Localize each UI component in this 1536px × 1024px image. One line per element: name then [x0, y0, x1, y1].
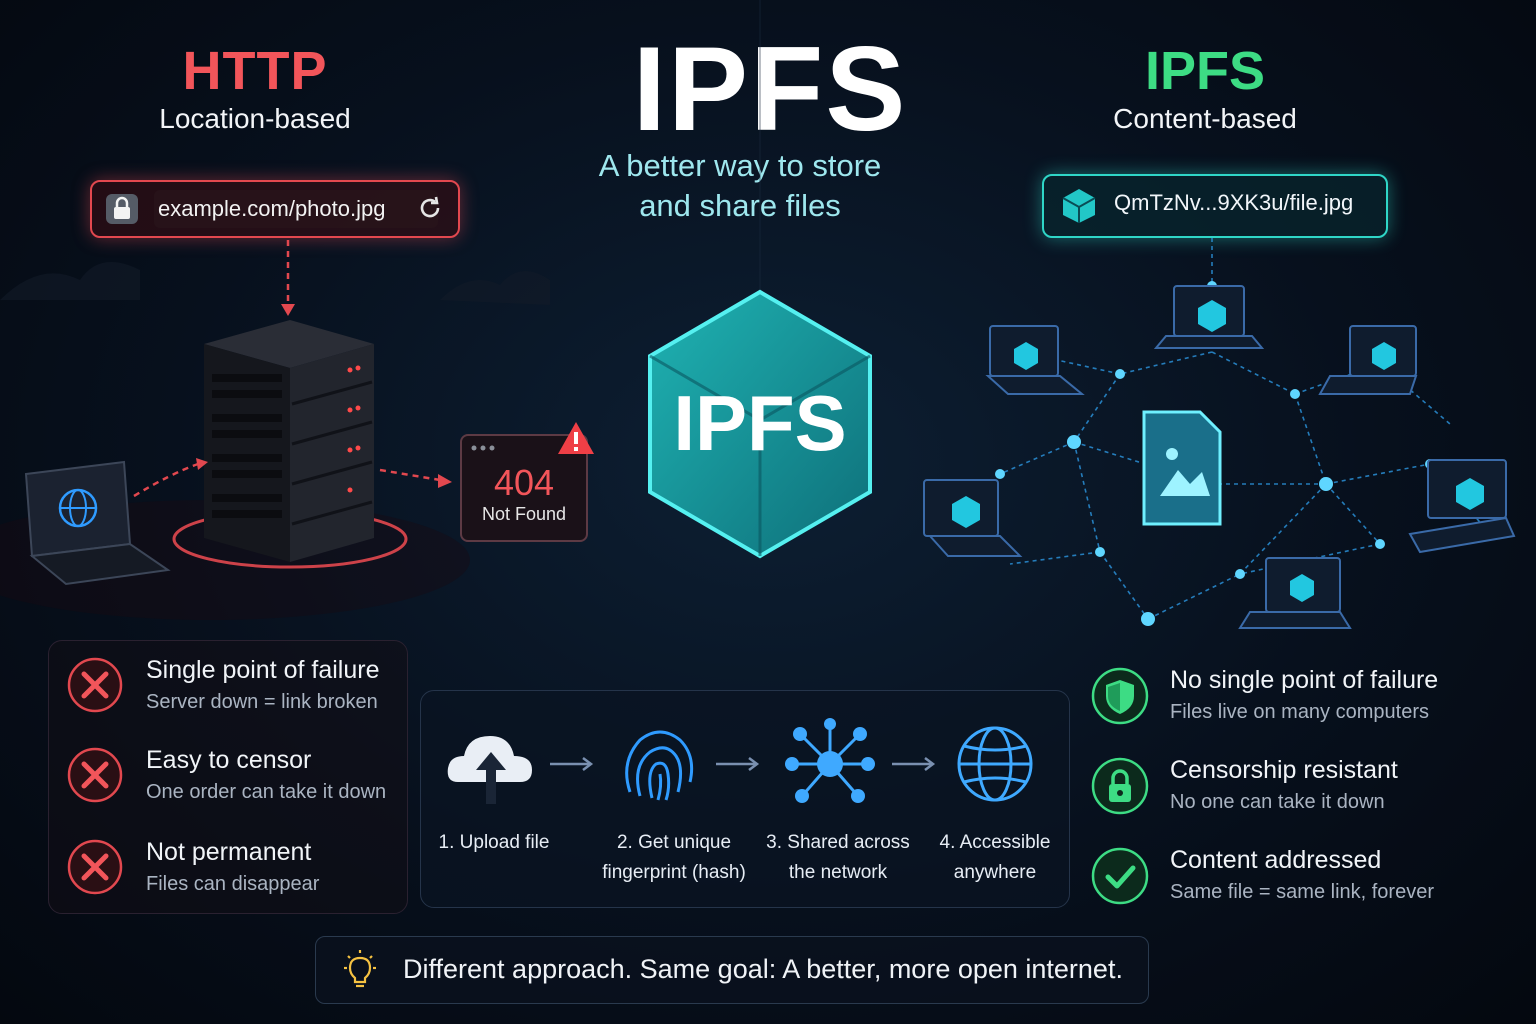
padlock-icon: [1091, 757, 1149, 815]
step-1-label: 1. Upload file: [424, 828, 564, 858]
step-1-line-1: 1. Upload file: [438, 832, 550, 853]
con-desc: Files can disappear: [146, 873, 320, 895]
tagline-line-1: A better way to store: [598, 148, 882, 183]
pro-desc: Files live on many computers: [1170, 701, 1429, 723]
cloud-upload-icon: [447, 736, 532, 804]
con-title: Not permanent: [146, 838, 312, 866]
http-url-bar[interactable]: example.com/photo.jpg: [90, 180, 460, 238]
ipfs-title: IPFS: [1144, 41, 1266, 101]
reload-icon[interactable]: [416, 194, 444, 227]
lightbulb-icon: [344, 950, 376, 988]
x-icon: [67, 747, 123, 803]
step-4-line-2: anywhere: [953, 862, 1037, 883]
footer-banner: [315, 936, 1149, 1004]
pro-title: No single point of failure: [1170, 666, 1439, 694]
fingerprint-icon: [625, 730, 694, 801]
process-flow-icons: [447, 718, 1033, 804]
pro-desc: No one can take it down: [1170, 791, 1385, 813]
step-2-line-2: fingerprint (hash): [602, 862, 746, 883]
pro-title: Content addressed: [1170, 846, 1382, 874]
http-url-text: example.com/photo.jpg: [154, 190, 438, 228]
con-desc: Server down = link broken: [146, 691, 378, 713]
window-dots-icon: [471, 445, 495, 451]
error-text: Not Found: [481, 504, 567, 524]
step-3-line-2: the network: [788, 862, 888, 883]
x-icon: [67, 839, 123, 895]
error-code: 404: [493, 462, 555, 503]
ipfs-subtitle: Content-based: [1113, 103, 1297, 134]
step-4-label: 4. Accessible anywhere: [920, 828, 1070, 888]
tagline-line-2: and share files: [639, 188, 841, 223]
http-title: HTTP: [182, 41, 328, 101]
warning-icon: [558, 422, 594, 454]
process-flow-panel: [420, 690, 1070, 908]
step-3-line-1: 3. Shared across: [766, 832, 910, 853]
tagline: A better way to store and share files: [560, 146, 920, 226]
footer-text: Different approach. Same goal: A better,…: [403, 954, 1123, 984]
pro-title: Censorship resistant: [1170, 756, 1398, 784]
http-subtitle: Location-based: [159, 103, 351, 134]
ipfs-hash-text: QmTzNv...9XK3u/file.jpg: [1114, 190, 1354, 215]
con-title: Easy to censor: [146, 746, 312, 774]
pro-desc: Same file = same link, forever: [1170, 881, 1434, 903]
step-2-label: 2. Get unique fingerprint (hash): [584, 828, 764, 888]
ipfs-network-diagram: [923, 238, 1516, 629]
checkmark-icon: [1091, 847, 1149, 905]
ipfs-cube-icon: [648, 289, 872, 559]
lock-icon: [106, 194, 138, 224]
step-4-line-1: 4. Accessible: [939, 832, 1051, 853]
cube-label: IPFS: [673, 379, 847, 467]
step-2-line-1: 2. Get unique: [616, 832, 732, 853]
cube-icon: [1060, 187, 1098, 230]
main-title: IPFS: [632, 22, 908, 156]
con-title: Single point of failure: [146, 656, 380, 684]
con-desc: One order can take it down: [146, 781, 387, 803]
x-icon: [67, 657, 123, 713]
step-3-label: 3. Shared across the network: [756, 828, 920, 888]
ipfs-hash-bar[interactable]: QmTzNv...9XK3u/file.jpg: [1042, 174, 1388, 238]
shield-icon: [1091, 667, 1149, 725]
globe-icon: [957, 726, 1033, 802]
http-server-diagram: [24, 240, 452, 586]
